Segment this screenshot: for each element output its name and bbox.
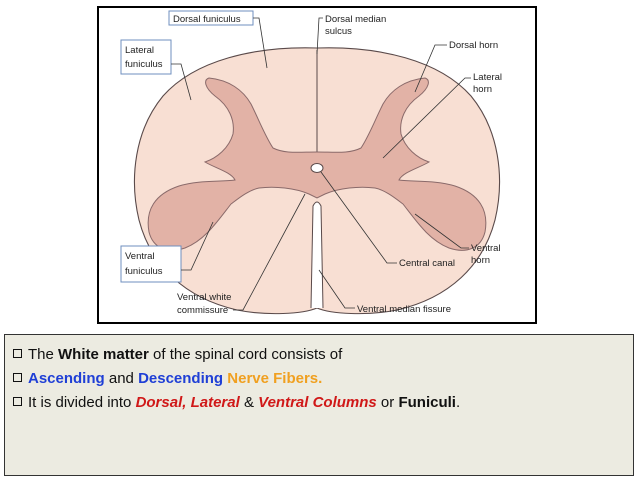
bullet-line-1: The White matter of the spinal cord cons… xyxy=(11,343,627,367)
ventral-horn-label-1: Ventral xyxy=(471,243,501,254)
lateral-horn-label-1: Lateral xyxy=(473,72,502,83)
bullet-text: or xyxy=(376,394,399,411)
lateral-horn-label-2: horn xyxy=(473,84,492,95)
ventral-funiculus-label-1: Ventral xyxy=(125,251,155,262)
dorsal-median-label-1: Dorsal median xyxy=(325,14,386,25)
ventral-white-label-2: commissure xyxy=(177,305,228,316)
nerve-fibers-term: Nerve Fibers. xyxy=(227,370,323,387)
bullet-text: The xyxy=(28,346,59,363)
bullet-text: and xyxy=(104,370,139,387)
bullet-text: . xyxy=(455,394,461,411)
lateral-funiculus-box xyxy=(120,39,172,75)
checkbox-bullet-icon xyxy=(13,372,22,382)
ventral-median-fissure-label: Ventral median fissure xyxy=(357,304,451,315)
bullet-text: of the spinal cord consists of xyxy=(148,346,343,363)
dorsal-horn-label: Dorsal horn xyxy=(449,40,498,51)
ventral-funiculus-label-2: funiculus xyxy=(125,266,163,277)
descending-term: Descending xyxy=(138,370,224,387)
bullet-line-2: Ascending and Descending Nerve Fibers. xyxy=(11,367,627,391)
central-canal-label: Central canal xyxy=(399,258,455,269)
ventral-white-label-1: Ventral white xyxy=(177,292,231,303)
ventral-funiculus-box xyxy=(120,245,182,283)
bullet-text: It is divided into xyxy=(28,394,136,411)
ventral-horn-label-2: horn xyxy=(471,255,490,266)
ascending-term: Ascending xyxy=(28,370,105,387)
lateral-funiculus-label-2: funiculus xyxy=(125,59,163,70)
figure-frame: Dorsal funiculus Dorsal median sulcus Do… xyxy=(97,6,537,324)
bullet-line-3: It is divided into Dorsal, Lateral & Ven… xyxy=(11,391,627,415)
checkbox-bullet-icon xyxy=(13,348,22,358)
ventral-median-fissure xyxy=(310,201,324,309)
bullet-text: & xyxy=(239,394,259,411)
white-matter-term: White matter xyxy=(58,346,149,363)
dorsal-lateral-term: Dorsal, Lateral xyxy=(135,394,240,411)
ventral-columns-term: Ventral Columns xyxy=(258,394,377,411)
checkbox-bullet-icon xyxy=(13,396,22,406)
dorsal-median-label-2: sulcus xyxy=(325,26,352,37)
text-panel: The White matter of the spinal cord cons… xyxy=(4,334,634,476)
spinal-cord-diagram: Dorsal funiculus Dorsal median sulcus Do… xyxy=(120,10,502,316)
funiculi-term: Funiculi xyxy=(398,394,456,411)
lateral-funiculus-label-1: Lateral xyxy=(125,45,154,56)
dorsal-funiculus-label: Dorsal funiculus xyxy=(173,14,241,25)
central-canal xyxy=(310,163,324,173)
